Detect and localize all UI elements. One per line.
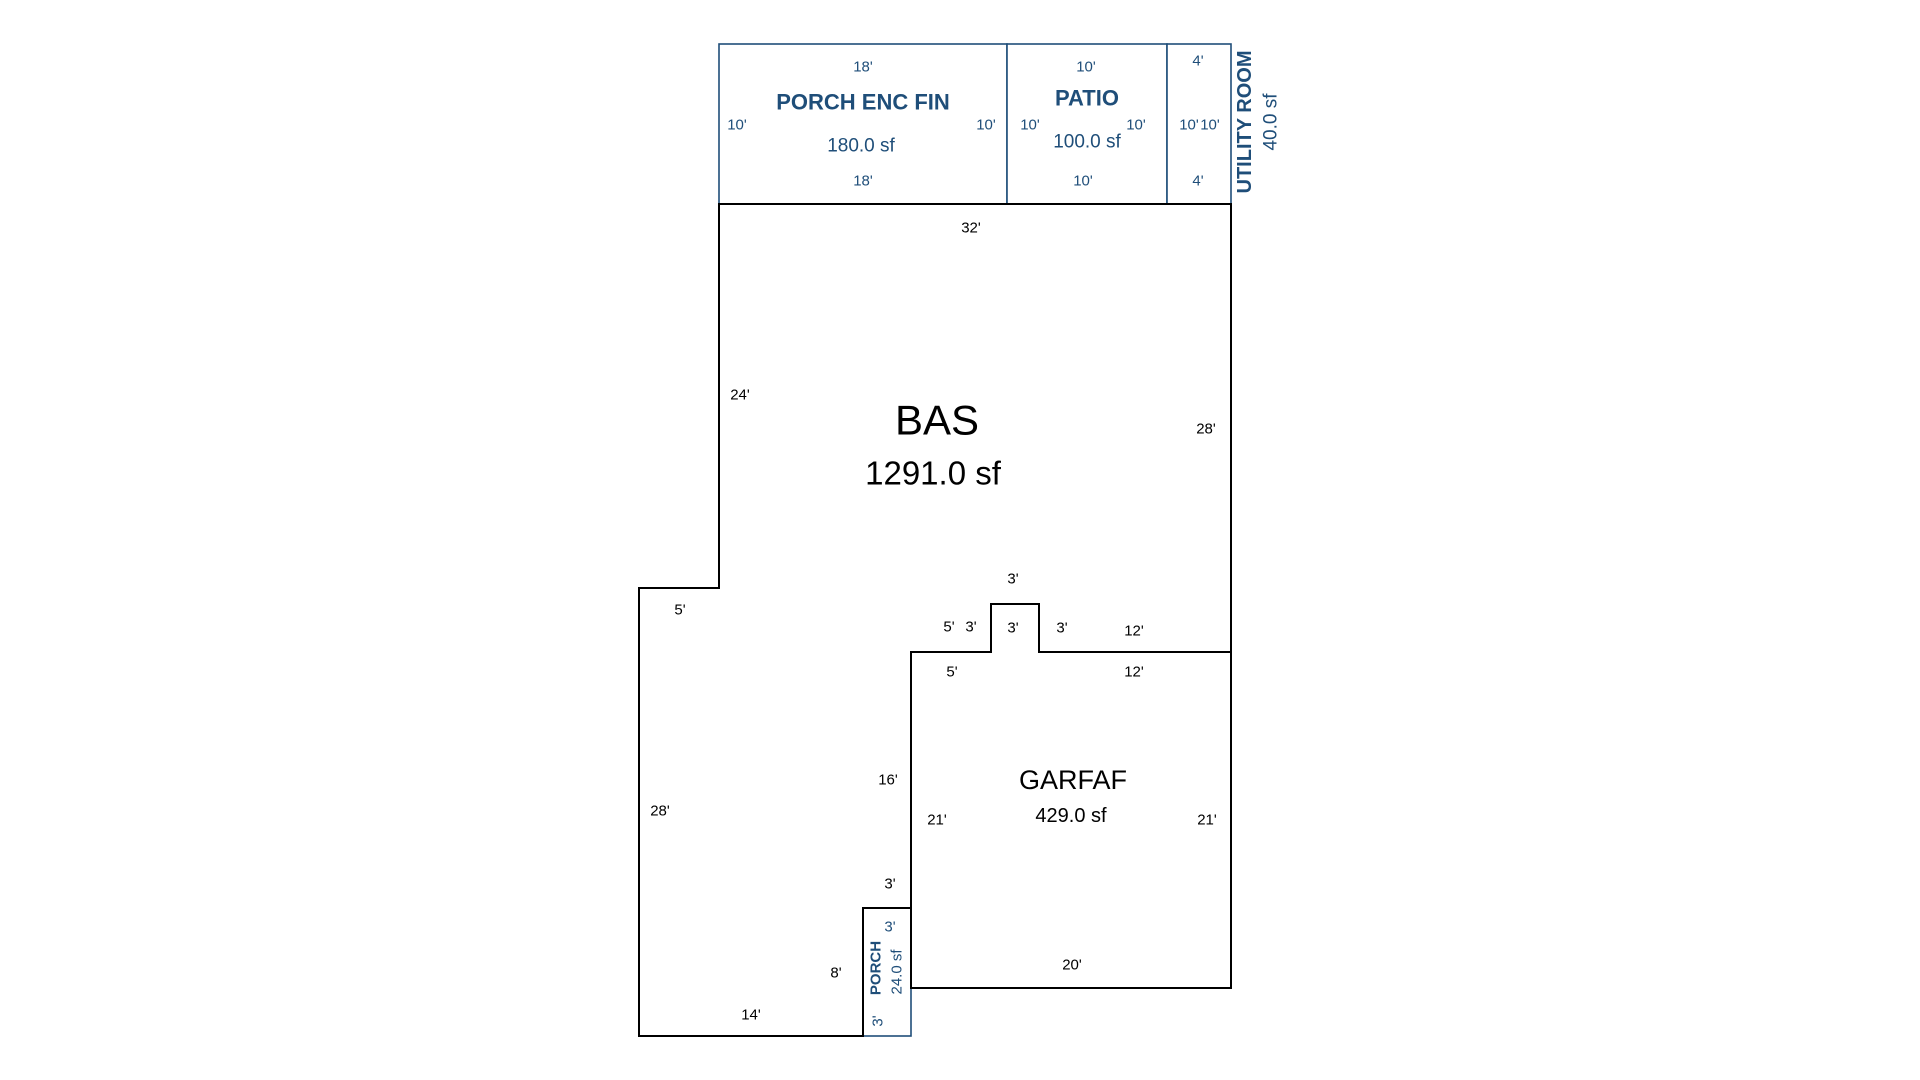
bas-dim-ledge: 3' xyxy=(884,876,895,893)
patio-area: 100.0 sf xyxy=(1053,132,1121,153)
garfaf-dim-top-b: 12' xyxy=(1124,664,1144,681)
utility-title: UTILITY ROOM xyxy=(1234,51,1256,194)
patio-title: PATIO xyxy=(1055,86,1119,111)
patio-dim-right: 10' xyxy=(1126,117,1146,134)
bas-dim-left-upper: 24' xyxy=(730,387,750,404)
bas-area: 1291.0 sf xyxy=(865,455,1002,492)
garfaf-dim-left: 21' xyxy=(927,812,947,829)
porch-enc-fin-dim-bottom: 18' xyxy=(853,173,873,190)
bas-dim-inner: 16' xyxy=(878,772,898,789)
porch-enc-fin-area: 180.0 sf xyxy=(827,136,895,157)
utility-room-outline xyxy=(1166,43,1232,205)
garfaf-title: GARFAF xyxy=(1019,765,1127,795)
garfaf-notch-left: 3' xyxy=(965,619,976,636)
patio-dim-left: 10' xyxy=(1020,117,1040,134)
porch-dim-bottom: 3' xyxy=(870,1015,887,1026)
bas-dim-side: 8' xyxy=(830,965,841,982)
garfaf-notch-top: 3' xyxy=(1007,571,1018,588)
bas-dim-step: 5' xyxy=(674,602,685,619)
utility-dim-bottom: 4' xyxy=(1192,173,1203,190)
garfaf-dim-bottom: 20' xyxy=(1062,957,1082,974)
porch-enc-fin-outline xyxy=(718,43,1008,205)
utility-dim-left-a: 10' xyxy=(1179,117,1199,134)
porch-enc-fin-dim-right: 10' xyxy=(976,117,996,134)
porch-enc-fin-dim-top: 18' xyxy=(853,59,873,76)
porch-dim-top: 3' xyxy=(884,919,895,936)
bas-dim-top: 32' xyxy=(961,220,981,237)
porch-enc-fin-dim-left: 10' xyxy=(727,117,747,134)
porch-title: PORCH xyxy=(868,941,885,995)
utility-dim-left-b: 10' xyxy=(1200,117,1220,134)
utility-area: 40.0 sf xyxy=(1261,93,1282,151)
garfaf-dim-tl-b: 5' xyxy=(946,664,957,681)
bas-dim-bottom: 14' xyxy=(741,1007,761,1024)
garfaf-notch-right: 3' xyxy=(1056,620,1067,637)
garfaf-dim-top-a: 12' xyxy=(1124,623,1144,640)
patio-dim-top: 10' xyxy=(1076,59,1096,76)
garfaf-dim-right: 21' xyxy=(1197,812,1217,829)
porch-enc-fin-title: PORCH ENC FIN xyxy=(776,90,950,115)
patio-outline xyxy=(1006,43,1168,205)
garfaf-dim-tl-a: 5' xyxy=(943,619,954,636)
bas-dim-left-lower: 28' xyxy=(650,803,670,820)
garfaf-area: 429.0 sf xyxy=(1035,805,1107,827)
bas-title: BAS xyxy=(895,397,979,444)
bas-dim-right: 28' xyxy=(1196,421,1216,438)
utility-dim-top: 4' xyxy=(1192,53,1203,70)
garfaf-outline xyxy=(910,603,1232,989)
patio-dim-bottom: 10' xyxy=(1073,173,1093,190)
garfaf-notch-inner: 3' xyxy=(1007,620,1018,637)
porch-area: 24.0 sf xyxy=(889,949,906,995)
